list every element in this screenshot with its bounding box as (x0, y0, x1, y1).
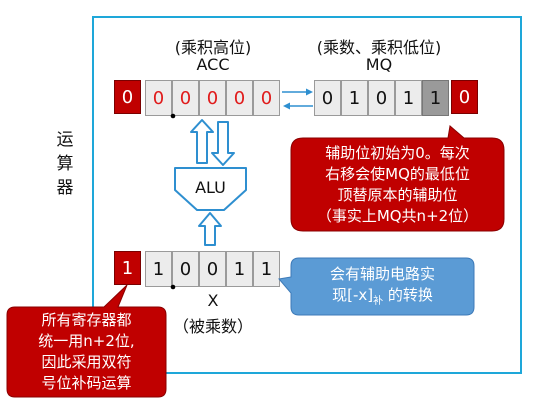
acc-mq-arrows (282, 88, 313, 110)
aux-init-callout-text: 辅助位初始为0。每次 右移会使MQ的最低位 顶替原本的辅助位 （事实上MQ共n+… (291, 143, 504, 227)
side-char-2: 算 (56, 154, 74, 174)
aux-init-line-3: 顶替原本的辅助位 (337, 186, 458, 204)
mq-bit-last: 1 (422, 80, 449, 116)
registers-line-4: 号位补码运算 (41, 374, 132, 392)
aux-circuit-callout-text: 会有辅助电路实 现[-x]补 的转换 (291, 264, 474, 312)
mq-bit: 0 (314, 80, 341, 116)
x-bit: 1 (145, 251, 172, 287)
acc-bit: 0 (226, 80, 253, 116)
aux-circuit-tail: 的转换 (383, 286, 433, 304)
aux-init-callout-shape (290, 125, 505, 232)
side-char-3: 器 (56, 178, 74, 198)
registers-callout-shape (6, 284, 167, 398)
x-name: X (207, 291, 219, 310)
mq-bit: 0 (368, 80, 395, 116)
side-char-1: 运 (56, 130, 74, 150)
x-caption: （被乘数） (172, 317, 253, 336)
aux-circuit-neg-x: 现[-x] (332, 286, 374, 304)
acc-sign-bit: 0 (114, 80, 141, 114)
acc-bit: 0 (199, 80, 226, 116)
x-to-alu-arrow (198, 212, 222, 246)
acc-bit: 0 (172, 80, 199, 116)
arithmetic-unit-frame (92, 16, 522, 374)
aux-circuit-line-2: 现[-x]补 的转换 (291, 285, 474, 312)
x-sign-bit: 1 (114, 251, 141, 285)
aux-circuit-line-1: 会有辅助电路实 (329, 265, 435, 283)
x-bit: 1 (226, 251, 253, 287)
mq-aux-bit: 0 (451, 80, 478, 114)
x-connector-dot (170, 284, 176, 290)
acc-bit: 0 (253, 80, 280, 116)
registers-line-1: 所有寄存器都 (41, 311, 132, 329)
mq-bit: 1 (341, 80, 368, 116)
arithmetic-unit-label: 运 算 器 (52, 128, 78, 200)
mq-caption: (乘数、乘积低位) (316, 38, 442, 57)
aux-init-line-2: 右移会使MQ的最低位 (325, 165, 470, 183)
aux-circuit-callout-shape (278, 257, 475, 316)
x-bit: 0 (199, 251, 226, 287)
aux-circuit-subscript: 补 (373, 296, 384, 307)
registers-line-2: 统一用n+2位, (38, 332, 135, 350)
registers-callout-text: 所有寄存器都 统一用n+2位, 因此采用双符 号位补码运算 (7, 310, 166, 394)
mq-bit: 1 (395, 80, 422, 116)
alu-shape (174, 167, 247, 211)
acc-caption: (乘积高位) (174, 38, 252, 57)
alu-to-acc-arrow (190, 119, 214, 164)
x-bit: 0 (172, 251, 199, 287)
mq-name: MQ (365, 55, 393, 74)
acc-connector-dot (170, 113, 176, 119)
aux-init-line-1: 辅助位初始为0。每次 (325, 144, 470, 162)
acc-bit: 0 (145, 80, 172, 116)
registers-line-3: 因此采用双符 (41, 353, 132, 371)
acc-name: ACC (196, 55, 230, 74)
alu-label: ALU (195, 178, 226, 197)
aux-init-line-4: （事实上MQ共n+2位） (316, 207, 479, 225)
x-bit: 1 (253, 251, 280, 287)
acc-to-alu-arrow (211, 121, 235, 166)
